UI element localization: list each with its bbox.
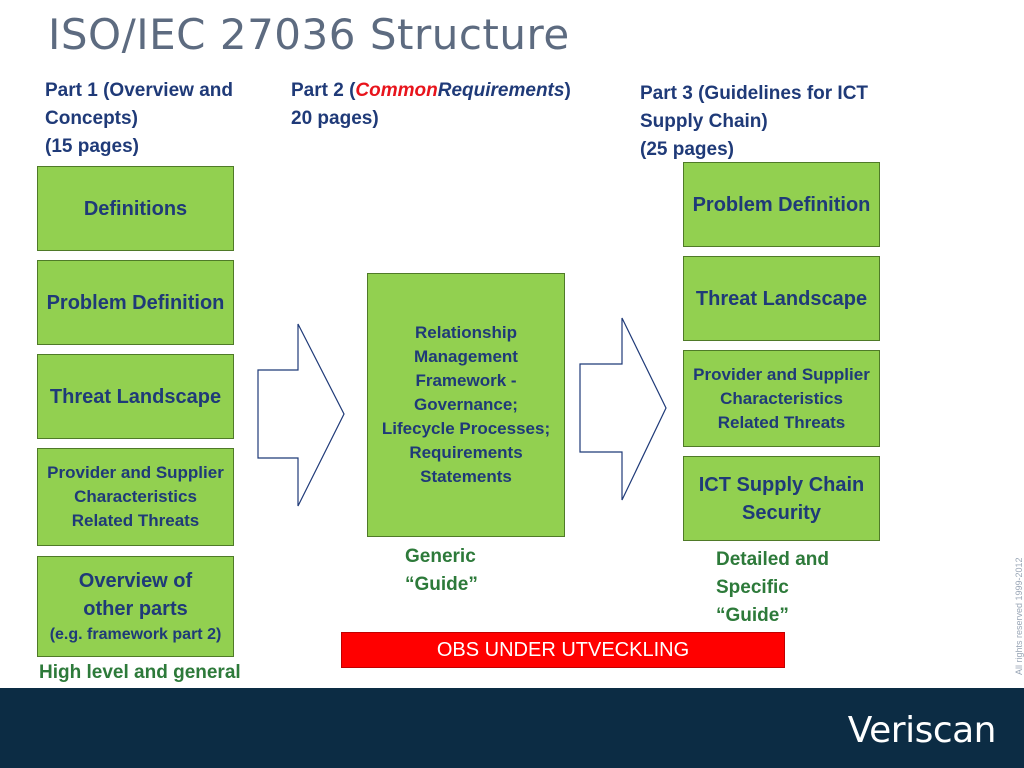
part2-note-line: “Guide” [405,574,478,595]
part2-heading-prefix: Part 2 ( [291,80,356,101]
box-label-line: Characteristics [720,388,843,408]
box-label-line: Statements [420,467,512,486]
part1-provider-box: Provider and Supplier Characteristics Re… [37,448,234,546]
part3-heading: Part 3 (Guidelines for ICT Supply Chain)… [640,80,868,164]
box-label-line: Characteristics [74,487,197,506]
box-label: Problem Definition [692,193,871,216]
part1-note-text: High level and general [39,662,241,683]
part3-problem-definition-box: Problem Definition [683,162,880,247]
box-label-line: other parts [83,597,188,620]
veriscan-logo: Veriscan [847,710,997,751]
part2-heading: Part 2 (CommonRequirements) 20 pages) [291,77,571,133]
arrow-right-icon [257,323,345,507]
part1-overview-box: Overview of other parts (e.g. framework … [37,556,234,657]
status-banner: OBS UNDER UTVECKLING [341,632,785,668]
box-label-line: Related Threats [717,412,846,432]
part3-note: Detailed and Specific “Guide” [716,546,829,630]
copyright-text: All rights reserved 1999-2012 [1014,557,1024,675]
box-label: Threat Landscape [695,287,868,310]
part1-heading-line: Part 1 (Overview and [45,80,233,101]
part3-ict-box: ICT Supply Chain Security [683,456,880,541]
part2-heading-suffix: ) [564,80,571,101]
footer-bar: Veriscan [0,688,1024,768]
part3-threat-landscape-box: Threat Landscape [683,256,880,341]
part2-note: Generic “Guide” [405,543,478,599]
box-label-line: Overview of [78,569,193,592]
part1-heading: Part 1 (Overview and Concepts) (15 pages… [45,77,233,161]
box-label-line: Provider and Supplier [693,364,870,384]
slide-title: ISO/IEC 27036 Structure [48,10,570,59]
part2-note-line: Generic [405,546,476,567]
box-label-line: Requirements [409,443,523,462]
part1-note: High level and general [39,659,241,687]
box-label-line: Lifecycle Processes; [381,419,551,438]
part3-heading-line: (25 pages) [640,139,734,160]
part1-problem-definition-box: Problem Definition [37,260,234,345]
part2-heading-requirements: Requirements [437,80,565,101]
box-label-line: ICT Supply Chain [698,473,865,496]
box-label-line: Provider and Supplier [47,463,224,482]
box-label-line: Governance; [414,395,518,414]
part1-heading-line: Concepts) [45,108,138,129]
box-label-line: Framework - [415,371,517,390]
box-label-line: Management [414,347,518,366]
box-label: Threat Landscape [49,385,222,408]
box-label: Definitions [83,197,188,220]
part3-heading-line: Supply Chain) [640,111,768,132]
arrow-right-icon [579,317,667,501]
part3-note-line: “Guide” [716,605,789,626]
box-label-line: Security [742,501,821,524]
part2-heading-line1: Part 2 (CommonRequirements) [291,77,571,105]
part3-heading-line: Part 3 (Guidelines for ICT [640,83,869,104]
box-label: Problem Definition [46,291,225,314]
part1-heading-line: (15 pages) [45,136,139,157]
box-label-line: Related Threats [71,511,200,530]
part3-provider-box: Provider and Supplier Characteristics Re… [683,350,880,447]
part3-note-line: Detailed and [716,549,829,570]
box-label-line: (e.g. framework part 2) [49,625,222,643]
box-label-line: Relationship [414,323,517,342]
part2-heading-common: Common [355,80,438,101]
part1-threat-landscape-box: Threat Landscape [37,354,234,439]
part1-definitions-box: Definitions [37,166,234,251]
part2-heading-line2: 20 pages) [291,108,379,129]
part2-framework-box: Relationship Management Framework - Gove… [367,273,565,537]
part3-note-line: Specific [716,577,789,598]
